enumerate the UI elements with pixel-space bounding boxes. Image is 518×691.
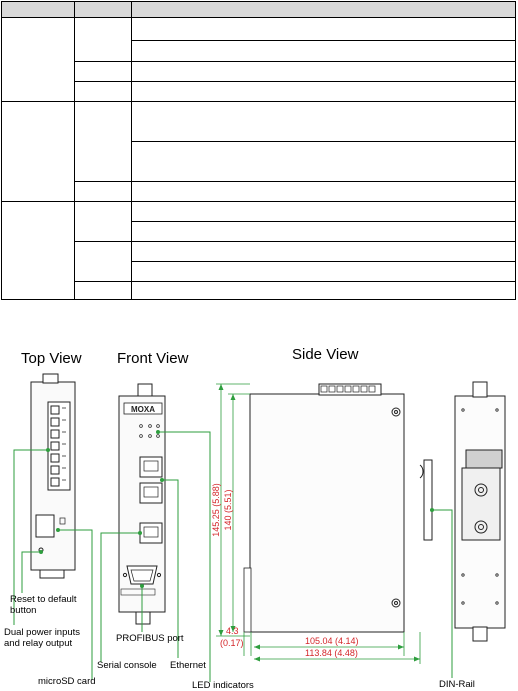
row-separator [131,221,515,222]
row-separator [74,81,515,82]
din-rail-label: DIN-Rail [439,679,475,690]
row-separator [74,281,515,282]
row-separator [74,241,515,242]
front-view-device [118,383,166,625]
row-separator [131,40,515,41]
dual-power-label: Dual power inputs and relay output [4,627,81,649]
table-header-row [2,2,515,18]
row-separator [74,181,515,182]
row-separator [74,61,515,62]
column-divider [131,2,132,299]
terminal-slots [50,405,60,487]
reset-button-label: Reset to default button [10,594,77,616]
profibus-port-label: PROFIBUS port [116,633,184,644]
din-rail-view [454,381,506,642]
dimension-lines [216,383,421,664]
ethernet-label: Ethernet [170,660,206,671]
top-view-title: Top View [21,350,82,367]
dimension-arrows [218,384,420,662]
group-separator [2,201,515,202]
front-view-title: Front View [117,350,189,367]
dimension-figure: Top View Front View Side View [0,340,518,691]
side-view-device [243,383,433,633]
row-separator [131,141,515,142]
brand-logo: MOXA [131,405,155,414]
group-separator [2,101,515,102]
row-separator [131,261,515,262]
offset-dimension-mm: 4.3 [226,626,239,636]
height-inner-dimension: 140 (5.51) [223,489,233,530]
column-divider [74,2,75,299]
offset-dimension-in: (0.17) [220,638,244,648]
top-view-device [30,373,76,579]
depth-outer-dimension: 113.84 (4.48) [305,648,358,658]
led-indicators-label: LED indicators [192,680,254,691]
depth-inner-dimension: 105.04 (4.14) [305,636,359,646]
led-dots [139,424,160,438]
serial-console-label: Serial console [97,660,157,671]
callout-lines [13,430,453,682]
specification-table [1,1,516,300]
microsd-card-label: microSD card [38,676,96,687]
side-view-title: Side View [292,346,359,363]
height-outer-dimension: 145.25 (5.88) [211,483,221,537]
device-drawing: MOXA [13,373,506,682]
